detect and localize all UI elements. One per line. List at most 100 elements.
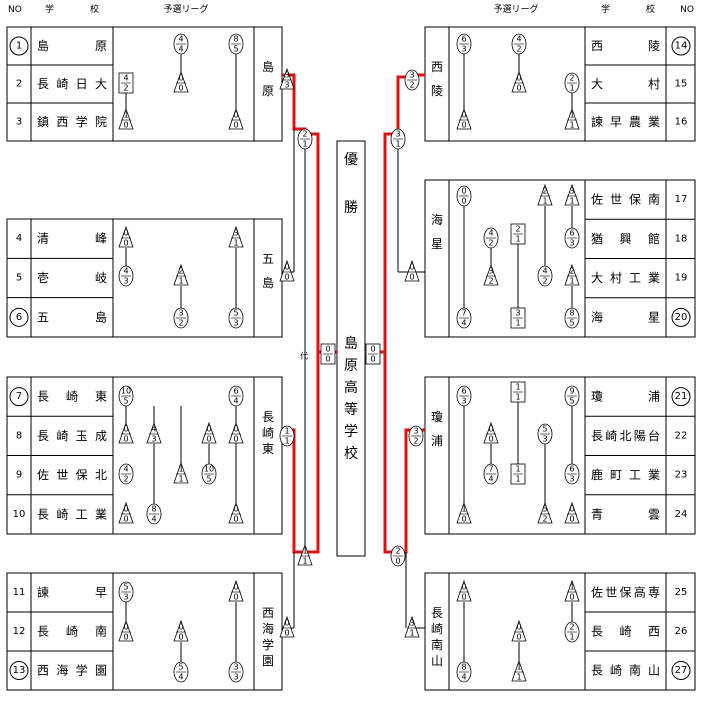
score-bottom: 0	[325, 355, 330, 364]
score-bottom: 1	[515, 393, 520, 402]
team-name: 大村	[591, 77, 660, 91]
score-mark: 21	[564, 621, 580, 643]
score-top: 2	[515, 225, 520, 234]
left-win-path-top	[282, 73, 320, 352]
score-mark: 00	[118, 619, 134, 642]
score-top: 1	[569, 111, 574, 120]
triangle-mark	[118, 107, 134, 130]
score-top: 5	[178, 663, 183, 672]
char: 大	[591, 77, 603, 91]
score-top: 5	[542, 505, 547, 514]
char: 浦	[648, 390, 660, 404]
team-no: 1	[16, 41, 22, 52]
team-no: 14	[675, 41, 688, 52]
score-mark: 11	[279, 425, 295, 447]
team-no: 21	[675, 391, 688, 402]
team-no: 27	[675, 665, 688, 676]
team-no: 7	[16, 391, 22, 402]
score-mark: 21	[537, 183, 553, 206]
score-bottom: 1	[515, 235, 520, 244]
char: 崎	[66, 625, 78, 639]
score-mark: 85	[564, 307, 580, 329]
score-top: 0	[516, 74, 521, 83]
score-mark: 43	[146, 421, 162, 444]
score-top: 6	[569, 229, 574, 238]
score-mark: 63	[456, 33, 472, 55]
char: 星	[648, 310, 660, 324]
score-top: 0	[233, 505, 238, 514]
score-mark: 21	[564, 72, 580, 94]
score-bottom: 5	[233, 45, 238, 54]
group-winner-label: 五島	[262, 252, 274, 290]
score-mark: 11	[511, 659, 527, 682]
score-top: 4	[123, 465, 128, 474]
triangle-mark	[564, 501, 580, 524]
score-top: 0	[123, 505, 128, 514]
char: 院	[95, 115, 107, 129]
score-top: 2	[569, 623, 574, 632]
char: 業	[648, 468, 660, 482]
triangle-mark	[228, 501, 244, 524]
char: 島	[262, 275, 274, 290]
score-top: 3	[569, 187, 574, 196]
score-bottom: 0	[409, 273, 414, 282]
score-bottom: 3	[569, 475, 574, 484]
score-bottom: 1	[302, 140, 307, 149]
team-no: 12	[13, 626, 26, 637]
team-name: 壱岐	[37, 271, 107, 285]
seed-circle	[671, 661, 691, 680]
score-mark: 95	[564, 385, 580, 407]
score-bottom: 0	[233, 435, 238, 444]
team-name: 長崎西	[591, 625, 660, 639]
score-bottom: 0	[461, 593, 466, 602]
team-no: 25	[675, 587, 688, 598]
triangle-mark	[483, 263, 499, 286]
triangle-mark	[118, 501, 134, 524]
score-top: 5	[233, 309, 238, 318]
score-mark: 42	[511, 33, 527, 55]
score-mark: 00	[511, 70, 527, 93]
left-win-path-bottom	[282, 352, 320, 554]
score-top: 1	[569, 583, 574, 592]
char: 星	[431, 237, 443, 251]
score-top: 1	[178, 465, 183, 474]
score-mark: 00	[279, 259, 295, 282]
score-bottom: 0	[395, 557, 400, 566]
score-bottom: 3	[461, 45, 466, 54]
score-top: 2	[569, 267, 574, 276]
team-name: 鎮西学院	[37, 114, 107, 129]
char: 諫	[37, 585, 49, 600]
triangle-mark	[201, 421, 217, 444]
char: 保	[76, 468, 88, 482]
char: 西	[56, 115, 68, 129]
score-top: 3	[409, 71, 414, 80]
char: 長	[591, 625, 603, 639]
seed-circle	[671, 387, 691, 407]
score-mark: 21	[173, 263, 189, 286]
char: 館	[648, 231, 660, 246]
team-name: 諫早	[37, 585, 107, 600]
score-top: 3	[284, 71, 289, 80]
char: 東	[262, 442, 274, 456]
score-bottom: 5	[569, 397, 574, 406]
score-top: 4	[123, 74, 128, 83]
char: 学	[76, 663, 88, 678]
score-bottom: 2	[123, 84, 128, 93]
score-top: 3	[413, 427, 418, 436]
score-top: 1	[284, 427, 289, 436]
score-mark: 00	[456, 107, 472, 130]
seed-circle	[9, 307, 29, 327]
triangle-mark	[173, 263, 189, 286]
score-bottom: 3	[151, 435, 156, 444]
score-mark: 54	[173, 661, 189, 683]
group-winner-label: 島原	[262, 59, 274, 98]
score-mark: 31	[228, 225, 244, 248]
char: 瓊	[431, 409, 443, 424]
score-top: 4	[178, 35, 183, 44]
char: 西	[648, 625, 660, 639]
score-mark: 32	[408, 425, 424, 447]
score-bottom: 0	[461, 515, 466, 524]
score-top: 1	[515, 465, 520, 474]
